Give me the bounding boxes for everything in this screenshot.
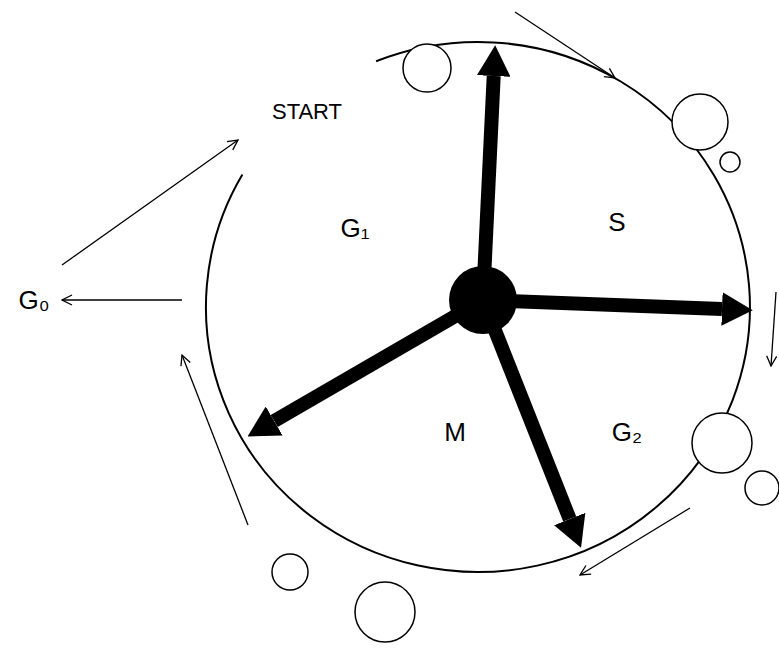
cell-circles bbox=[272, 44, 779, 642]
phase-label: M bbox=[444, 418, 466, 447]
phase-spokes bbox=[274, 76, 722, 519]
phase-label: START bbox=[272, 100, 342, 124]
cycle-ring bbox=[206, 42, 750, 572]
phase-label: G₂ bbox=[612, 418, 642, 447]
direction-arrows bbox=[62, 12, 776, 575]
phase-label: S bbox=[608, 208, 625, 237]
phase-label: G₁ bbox=[341, 214, 370, 243]
hub bbox=[449, 266, 517, 334]
phase-label: G₀ bbox=[18, 286, 49, 315]
